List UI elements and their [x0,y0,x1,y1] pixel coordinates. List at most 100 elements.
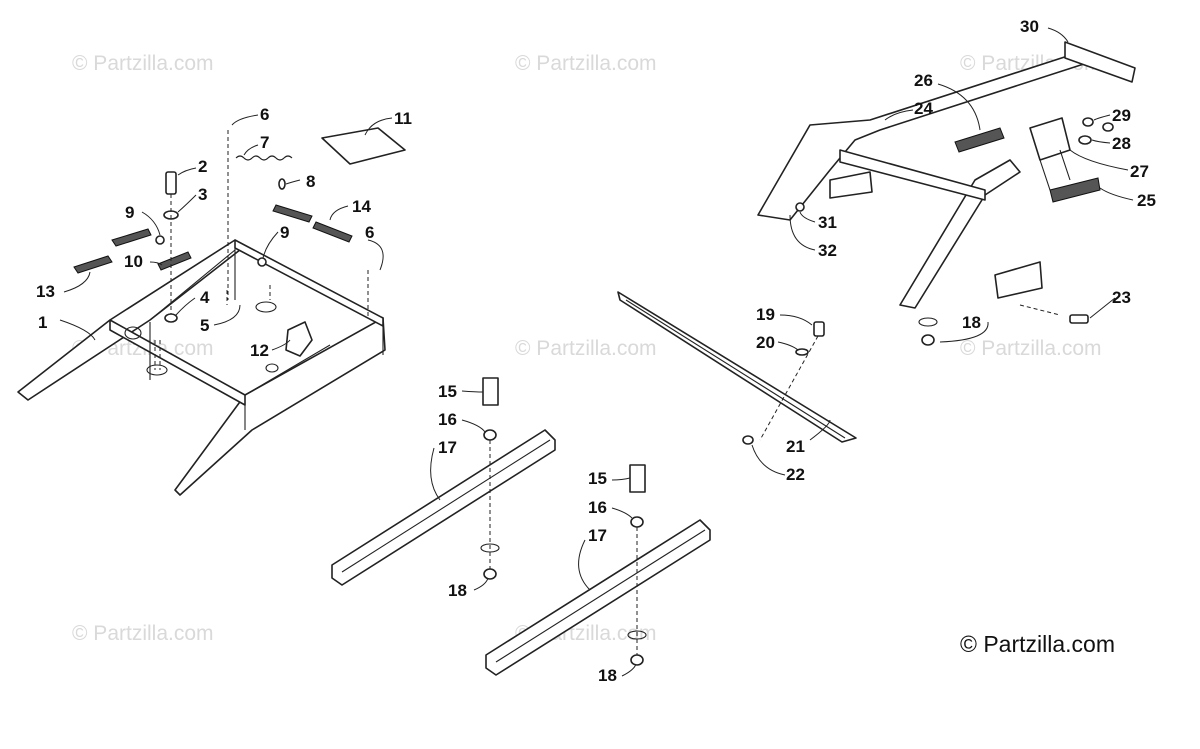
rail-17a-edge [341,439,551,573]
callout-21: 21 [786,437,805,456]
rack-hole-left [124,326,142,340]
leader-18a [473,577,489,591]
bumper-bolt-line [1019,304,1061,316]
support-rail-lower [485,519,711,676]
bolt-16b [630,516,644,528]
screw-9a [155,235,165,245]
pad-14b [312,221,353,243]
spring-7 [235,155,293,161]
callout-30: 30 [1020,17,1039,36]
watermark-5: © Partzilla.com [515,337,657,360]
callout-24: 24 [914,99,933,118]
pad-26 [954,127,1005,153]
washer-28 [1078,135,1092,145]
callout-14: 14 [352,197,371,216]
block-15b [629,464,646,493]
leader-17b [578,539,591,591]
callout-4: 4 [200,288,210,307]
rack-lower-nut-3 [265,363,279,373]
rack-uprights [149,248,384,430]
block-15a [482,377,499,406]
pin-8 [278,178,286,190]
leader-25 [1099,187,1134,201]
leader-29 [1093,114,1111,121]
callout-12: 12 [250,341,269,360]
nut-22 [742,435,754,445]
leader-18b [621,663,637,677]
leader-11 [364,117,393,136]
callout-31: 31 [818,213,837,232]
leader-4 [175,297,196,316]
callout-17b: 17 [588,526,607,545]
flap-21-edge [625,299,846,439]
pad-13b [111,228,152,247]
leader-18c [939,321,989,343]
callout-22: 22 [786,465,805,484]
callout-25: 25 [1137,191,1156,210]
rack-front-crossbar [109,319,246,406]
rack-rear-crossbar [234,239,384,327]
watermark-2: © Partzilla.com [515,52,657,75]
bolt-2 [165,171,177,195]
bolt-16a [483,429,497,441]
screw-9b [257,257,267,267]
bumper-bracket-right [994,261,1043,299]
callout-6a: 6 [260,105,269,124]
callout-15b: 15 [588,469,607,488]
bumper-crossbar [839,149,986,201]
hitch-27 [1029,117,1071,161]
leader-5 [213,304,241,326]
callout-6b: 6 [365,223,374,242]
cover-11 [321,127,406,165]
callout-1: 1 [38,313,47,332]
leader-28 [1091,139,1111,144]
clip-31 [795,202,805,212]
rear-bumper-assembly [757,41,1136,346]
leader-30 [1047,27,1069,43]
leader-17a [430,447,441,501]
rail-17b-edge [495,529,706,663]
bolt-29b [1102,122,1114,132]
pad-14a [272,204,313,223]
copyright-text: © Partzilla.com [960,631,1115,657]
nut-18c [921,334,935,346]
leader-16a [461,419,486,433]
bolt-23 [1069,314,1089,324]
bumper-bracket-left [829,171,873,199]
pad-25 [1049,177,1101,203]
callout-18a: 18 [448,581,467,600]
leader-20 [777,341,799,351]
washer-20 [795,348,809,356]
callout-7: 7 [260,133,269,152]
watermarks: © Partzilla.com © Partzilla.com © Partzi… [72,52,1102,645]
leader-31 [799,211,816,223]
leader-8 [285,179,301,185]
nut-18a [483,568,497,580]
watermark-1: © Partzilla.com [72,52,214,75]
leader-23 [1089,297,1116,319]
callout-18b: 18 [598,666,617,685]
nut-4 [164,313,178,323]
callout-18c: 18 [962,313,981,332]
washer-18b [627,630,647,640]
leader-32 [789,214,816,251]
leader-26 [937,83,981,131]
leader-2 [177,167,197,176]
leader-24 [884,109,914,121]
rear-rack-assembly [17,239,386,496]
watermark-6: © Partzilla.com [960,337,1102,360]
leader-22 [751,444,786,476]
leader-21 [809,419,831,441]
leader-1 [59,319,96,341]
callout-20: 20 [756,333,775,352]
bumper-tube-left [757,51,1091,221]
rack-fastener-lines [159,270,369,370]
washer-18c [918,317,938,327]
callout-26: 26 [914,71,933,90]
leader-6a [231,114,259,126]
watermark-7: © Partzilla.com [72,622,214,645]
flap-fastener-line [759,335,819,441]
callout-9b: 9 [280,223,289,242]
callout-19: 19 [756,305,775,324]
